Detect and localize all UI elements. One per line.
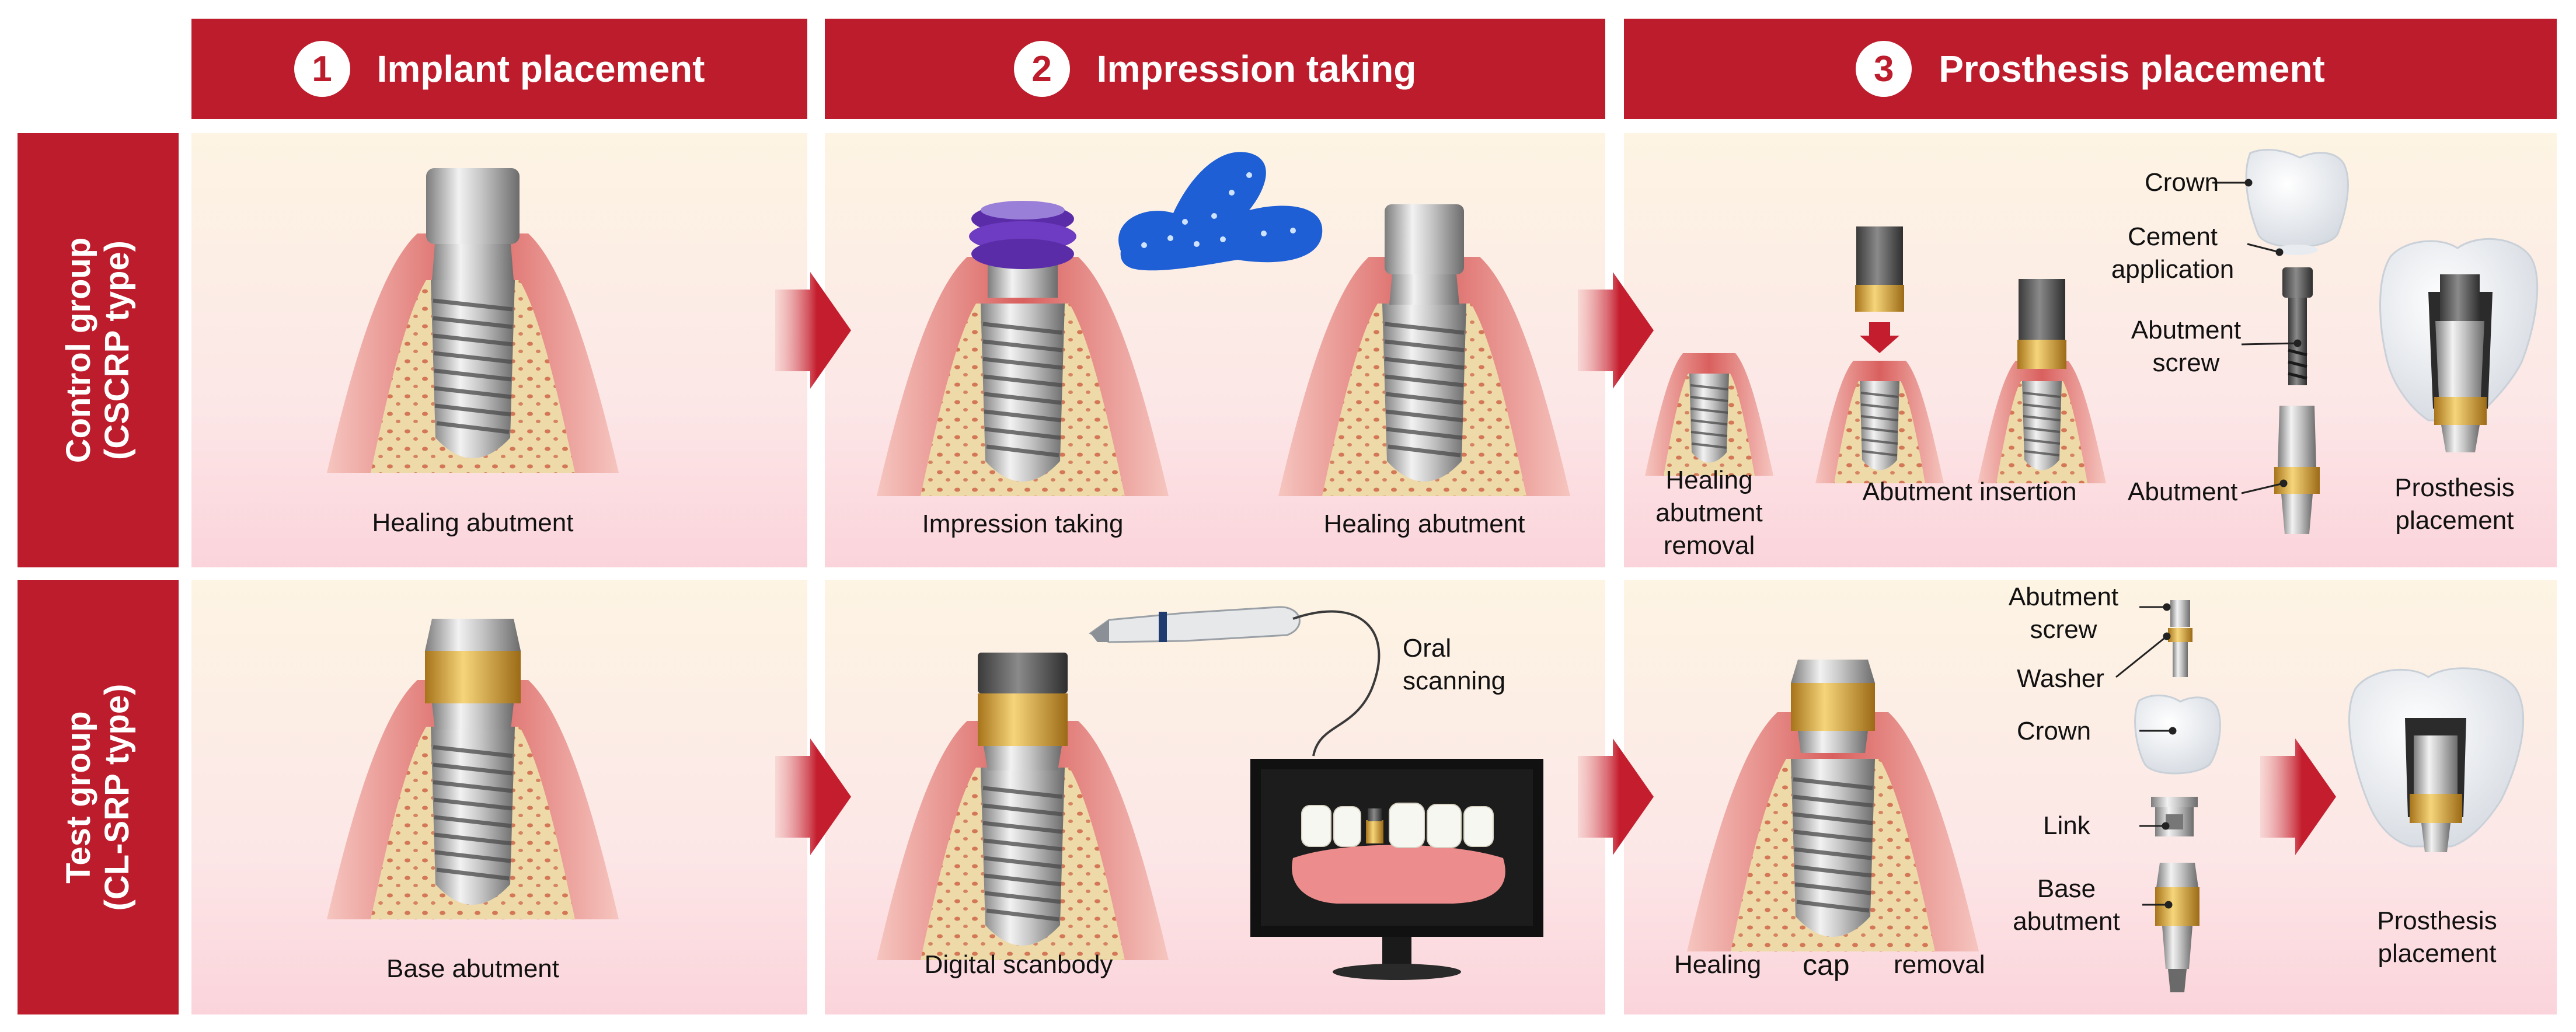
label-line: placement xyxy=(2395,506,2514,535)
label-cement-application: Cement application xyxy=(2111,221,2234,286)
label-removal: removal xyxy=(1894,950,1985,979)
label-oral-scanning: Oral scanning xyxy=(1403,632,1505,698)
header-implant-placement: 1 Implant placement xyxy=(191,19,807,119)
leader-lines-control xyxy=(2212,179,2302,494)
label-line: Abutment xyxy=(2008,583,2119,611)
crown-icon xyxy=(2245,149,2349,255)
abutment-inserted-illustration xyxy=(1977,279,2107,484)
label-line: screw xyxy=(2152,348,2220,377)
leader-lines-test xyxy=(2115,603,2177,909)
label-healing-abutment: Healing abutment xyxy=(372,508,574,537)
row-label-control: Control group (CSCRP type) xyxy=(18,133,179,567)
label-digital-scanbody: Digital scanbody xyxy=(924,950,1113,979)
monitor-icon xyxy=(1250,759,1543,980)
base-abutment-icon xyxy=(2155,863,2199,992)
label-healing-abutment: Healing abutment xyxy=(1323,510,1525,538)
label-abutment-insertion: Abutment insertion xyxy=(1862,477,2077,506)
step-number-3: 3 xyxy=(1856,41,1912,97)
label-line: screw xyxy=(2030,615,2097,644)
label-line: abutment xyxy=(1655,498,1763,527)
healing-cap-removal-illustration xyxy=(1687,660,1979,951)
header-prosthesis-placement: 3 Prosthesis placement xyxy=(1624,19,2557,119)
abutment-screw-small-icon xyxy=(2168,600,2192,677)
prosthesis-cross-section-icon xyxy=(2379,238,2539,452)
label-prosthesis-placement: Prosthesis placement xyxy=(2394,472,2514,537)
label-abutment: Abutment xyxy=(2128,477,2238,506)
step-number-2: 2 xyxy=(1013,41,1070,97)
label-line: Cement xyxy=(2127,222,2218,251)
intraoral-scanner-icon xyxy=(1089,606,1381,756)
label-line: Abutment xyxy=(2131,316,2242,344)
label-abutment-screw: Abutment screw xyxy=(2009,581,2118,646)
label-line: Base xyxy=(2037,874,2096,903)
label-line: abutment xyxy=(2013,907,2120,936)
label-impression-taking: Impression taking xyxy=(922,510,1124,538)
label-line: Oral xyxy=(1403,634,1452,663)
link-icon xyxy=(2151,797,2198,836)
arrow-icon xyxy=(2260,738,2336,855)
arrow-icon xyxy=(775,272,851,389)
label-line: removal xyxy=(1663,531,1755,560)
label-line: Healing xyxy=(1665,466,1753,494)
label-cap: cap xyxy=(1803,949,1850,981)
label-line: Prosthesis xyxy=(2377,907,2497,935)
arrow-icon xyxy=(1578,272,1654,389)
implant-base-abutment-illustration xyxy=(327,619,619,919)
abutment-insertion-illustration xyxy=(1814,226,1945,484)
header-impression-taking: 2 Impression taking xyxy=(825,19,1605,119)
row-label-test: Test group (CL-SRP type) xyxy=(18,580,179,1014)
label-prosthesis-placement: Prosthesis placement xyxy=(2377,905,2497,970)
prosthesis-cross-section-test-icon xyxy=(2348,667,2524,852)
label-base-abutment: Base abutment xyxy=(386,954,559,983)
label-healing-abutment-removal: Healing abutment removal xyxy=(1655,464,1762,562)
header-title: Implant placement xyxy=(377,48,705,90)
label-line: scanning xyxy=(1403,667,1506,695)
impression-tray-icon xyxy=(1118,152,1323,271)
header-title: Prosthesis placement xyxy=(1939,48,2325,90)
arrow-icon xyxy=(1578,738,1654,855)
digital-scanbody-illustration xyxy=(877,653,1169,960)
implant-healing-abutment-illustration xyxy=(1278,204,1570,496)
label-base-abutment: Base abutment xyxy=(2013,873,2120,938)
label-healing: Healing xyxy=(1674,950,1762,979)
crown-small-icon xyxy=(2134,694,2221,775)
step-number-1: 1 xyxy=(294,41,350,97)
abutment-icon xyxy=(2274,406,2320,534)
label-link: Link xyxy=(2043,811,2090,840)
impression-coping-illustration xyxy=(877,201,1169,496)
header-title: Impression taking xyxy=(1096,48,1417,90)
label-line: Prosthesis xyxy=(2394,473,2515,502)
label-line: application xyxy=(2111,255,2235,284)
label-line: placement xyxy=(2378,939,2497,968)
healing-abutment-removal-illustration xyxy=(1644,352,1775,477)
label-crown: Crown xyxy=(2145,168,2219,197)
abutment-screw-icon xyxy=(2282,267,2313,385)
arrow-icon xyxy=(775,738,851,855)
label-abutment-screw: Abutment screw xyxy=(2131,314,2241,379)
implant-healing-abutment-illustration xyxy=(327,168,619,473)
label-crown: Crown xyxy=(2017,717,2092,745)
label-washer: Washer xyxy=(2017,664,2104,693)
